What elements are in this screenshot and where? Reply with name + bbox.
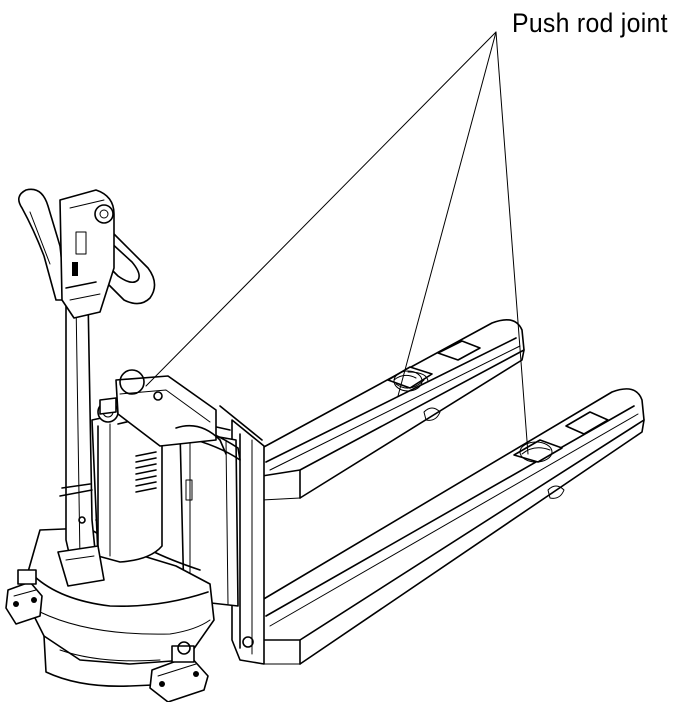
vent-grille: [135, 451, 157, 493]
left-caster: [5, 569, 43, 625]
leader-line-right-fork: [495, 31, 529, 455]
callout-leader-lines: [145, 31, 529, 455]
left-fork: [261, 318, 525, 501]
right-caster: [149, 641, 209, 702]
left-fork-front-window: [437, 340, 481, 361]
top-plate: [115, 369, 227, 455]
leader-line-drive-joint: [145, 31, 497, 387]
tiller-handle: [18, 188, 156, 319]
horn-button-icon: [72, 262, 78, 276]
leader-line-left-fork: [397, 31, 497, 397]
right-fork-front-window: [565, 411, 609, 435]
right-fork-rear-window: [513, 439, 563, 463]
callout-label: Push rod joint: [512, 8, 668, 38]
control-housing: [91, 397, 163, 563]
